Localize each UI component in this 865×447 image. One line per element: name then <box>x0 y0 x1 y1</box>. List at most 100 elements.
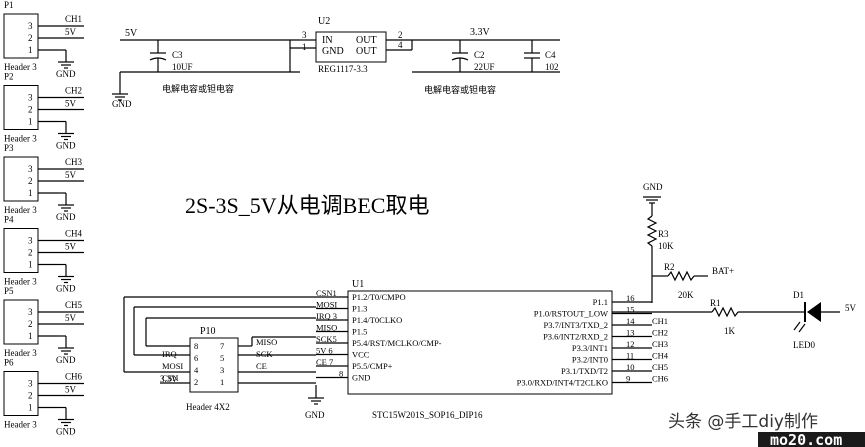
mcu-pin-name: P3.6/INT2/RXD_2 <box>543 332 608 342</box>
p10-pin-right: 1 <box>220 377 224 387</box>
mcu-net-label: CH2 <box>652 328 668 338</box>
header-gnd: GND <box>56 355 76 365</box>
divider-gnd-label: GND <box>643 182 663 192</box>
p10-net-left: IRQ <box>162 349 177 359</box>
header-signal: CH2 <box>65 86 82 96</box>
mcu-pin-name: P1.4/T0CLKO <box>352 315 402 325</box>
header-body <box>3 13 39 59</box>
mcu-pin-name: P1.2/T0/CMPO <box>352 292 406 302</box>
cap-note-left: 电解电容或钽电容 <box>162 83 234 94</box>
mcu-pin-name: P1.5 <box>352 327 367 337</box>
header-part: Header 3 <box>4 420 37 430</box>
mcu-net-label: CH6 <box>652 374 668 384</box>
header-part: Header 3 <box>4 277 37 287</box>
p10-vcc: 3.3V <box>160 374 178 384</box>
c2-value: 22UF <box>474 62 495 72</box>
header-body <box>3 299 39 345</box>
mcu-net-label: MISO <box>316 323 337 333</box>
header-pin-number: 2 <box>28 176 33 186</box>
p10-net-right: MISO <box>256 337 277 347</box>
p10-net-right: SCK <box>256 349 273 359</box>
header-ref: P5 <box>4 286 14 296</box>
mcu-u1: U1 STC15W201S_SOP16_DIP16 P1.2/T0/CMPO CS… <box>305 279 669 420</box>
p10-net-left: CSN <box>162 373 179 383</box>
r3-ref: R3 <box>658 229 669 239</box>
p10-pin-right: 5 <box>220 353 224 363</box>
mcu-pin-name: P1.0/RSTOUT_LOW <box>534 309 608 319</box>
p10-pin-left: 4 <box>194 365 199 375</box>
p10-net-left: MOSI <box>162 361 183 371</box>
p10-pin-left: 6 <box>194 353 198 363</box>
header-part: Header 3 <box>4 62 37 72</box>
header-gnd: GND <box>56 284 76 294</box>
u2-num-out2: 4 <box>398 40 403 50</box>
mcu-pin-name: GND <box>352 373 370 383</box>
mcu-pin-number: 13 <box>626 328 635 338</box>
mcu-pin-name: P1.3 <box>352 304 367 314</box>
header-signal: CH1 <box>65 14 82 24</box>
header-ref: P4 <box>4 215 14 225</box>
battery-divider: GND R3 10K R2 20K BAT+ <box>643 182 734 303</box>
r1-value: 1K <box>724 326 736 336</box>
r2-ref: R2 <box>664 262 675 272</box>
ground-symbol <box>112 93 128 101</box>
r3-value: 10K <box>658 241 674 251</box>
header-gnd: GND <box>56 69 76 79</box>
mcu-pin-number: 10 <box>626 362 635 372</box>
mcu-pin-name: P3.1/TXD/T2 <box>561 366 608 376</box>
led-vcc-label: 5V <box>845 303 857 313</box>
header-pin-number: 2 <box>28 319 33 329</box>
header-pin-number: 1 <box>28 117 33 127</box>
spi-wiring <box>123 296 316 384</box>
p10-ref: P10 <box>200 326 216 337</box>
header-signal: CH3 <box>65 157 83 167</box>
header-pin-number: 3 <box>28 307 33 317</box>
header-pin-number: 1 <box>28 403 33 413</box>
header-gnd: GND <box>56 141 76 151</box>
capacitor-c4: C4 102 <box>524 40 559 72</box>
mcu-net-label: CSN1 <box>316 288 337 298</box>
header-vcc: 5V <box>65 170 77 180</box>
u2-num-gnd: 1 <box>302 42 307 52</box>
mcu-net-label: 5V 6 <box>316 346 333 356</box>
header-pin-number: 3 <box>28 21 33 31</box>
mcu-pin-name: P3.7/INT3/TXD_2 <box>544 320 608 330</box>
u1-part: STC15W201S_SOP16_DIP16 <box>372 410 483 420</box>
header-body <box>3 85 39 130</box>
schematic-title: 2S-3S_5V从电调BEC取电 <box>185 193 429 218</box>
u1-ref: U1 <box>352 279 364 290</box>
c4-value: 102 <box>545 62 559 72</box>
c3-ref: C3 <box>172 50 183 60</box>
header-ref: P1 <box>4 0 14 10</box>
vout-label: 3.3V <box>470 27 491 38</box>
watermark-site: mo20.com <box>770 431 842 447</box>
regulator-section: 5V GND C3 10UF 电解电容或钽电容 IN GND OU <box>112 16 560 109</box>
cap-note-right: 电解电容或钽电容 <box>424 84 496 95</box>
mcu-pin-name: P5.5/CMP+ <box>352 361 393 371</box>
mcu-net-label: CE 7 <box>316 357 333 367</box>
mcu-pin-number: 14 <box>626 316 635 326</box>
header-part: Header 3 <box>4 348 37 358</box>
p10-pin-left: 8 <box>194 341 198 351</box>
p10-pin-right: 3 <box>220 365 224 375</box>
header-pin-number: 2 <box>28 391 33 401</box>
mcu-net-label: SCK5 <box>316 334 337 344</box>
gnd-label: GND <box>112 99 132 109</box>
u2-part: REG1117-3.3 <box>318 64 368 74</box>
mcu-pin-name: P3.0/RXD/INT4/T2CLKO <box>517 378 608 388</box>
header-body <box>3 228 39 273</box>
c3-value: 10UF <box>172 62 193 72</box>
p10-pin-left: 2 <box>194 377 198 387</box>
header-pin-number: 2 <box>28 248 33 258</box>
mcu-pin-name: P1.1 <box>593 297 608 307</box>
header-signal: CH5 <box>65 300 83 310</box>
r2-value: 20K <box>678 290 694 300</box>
